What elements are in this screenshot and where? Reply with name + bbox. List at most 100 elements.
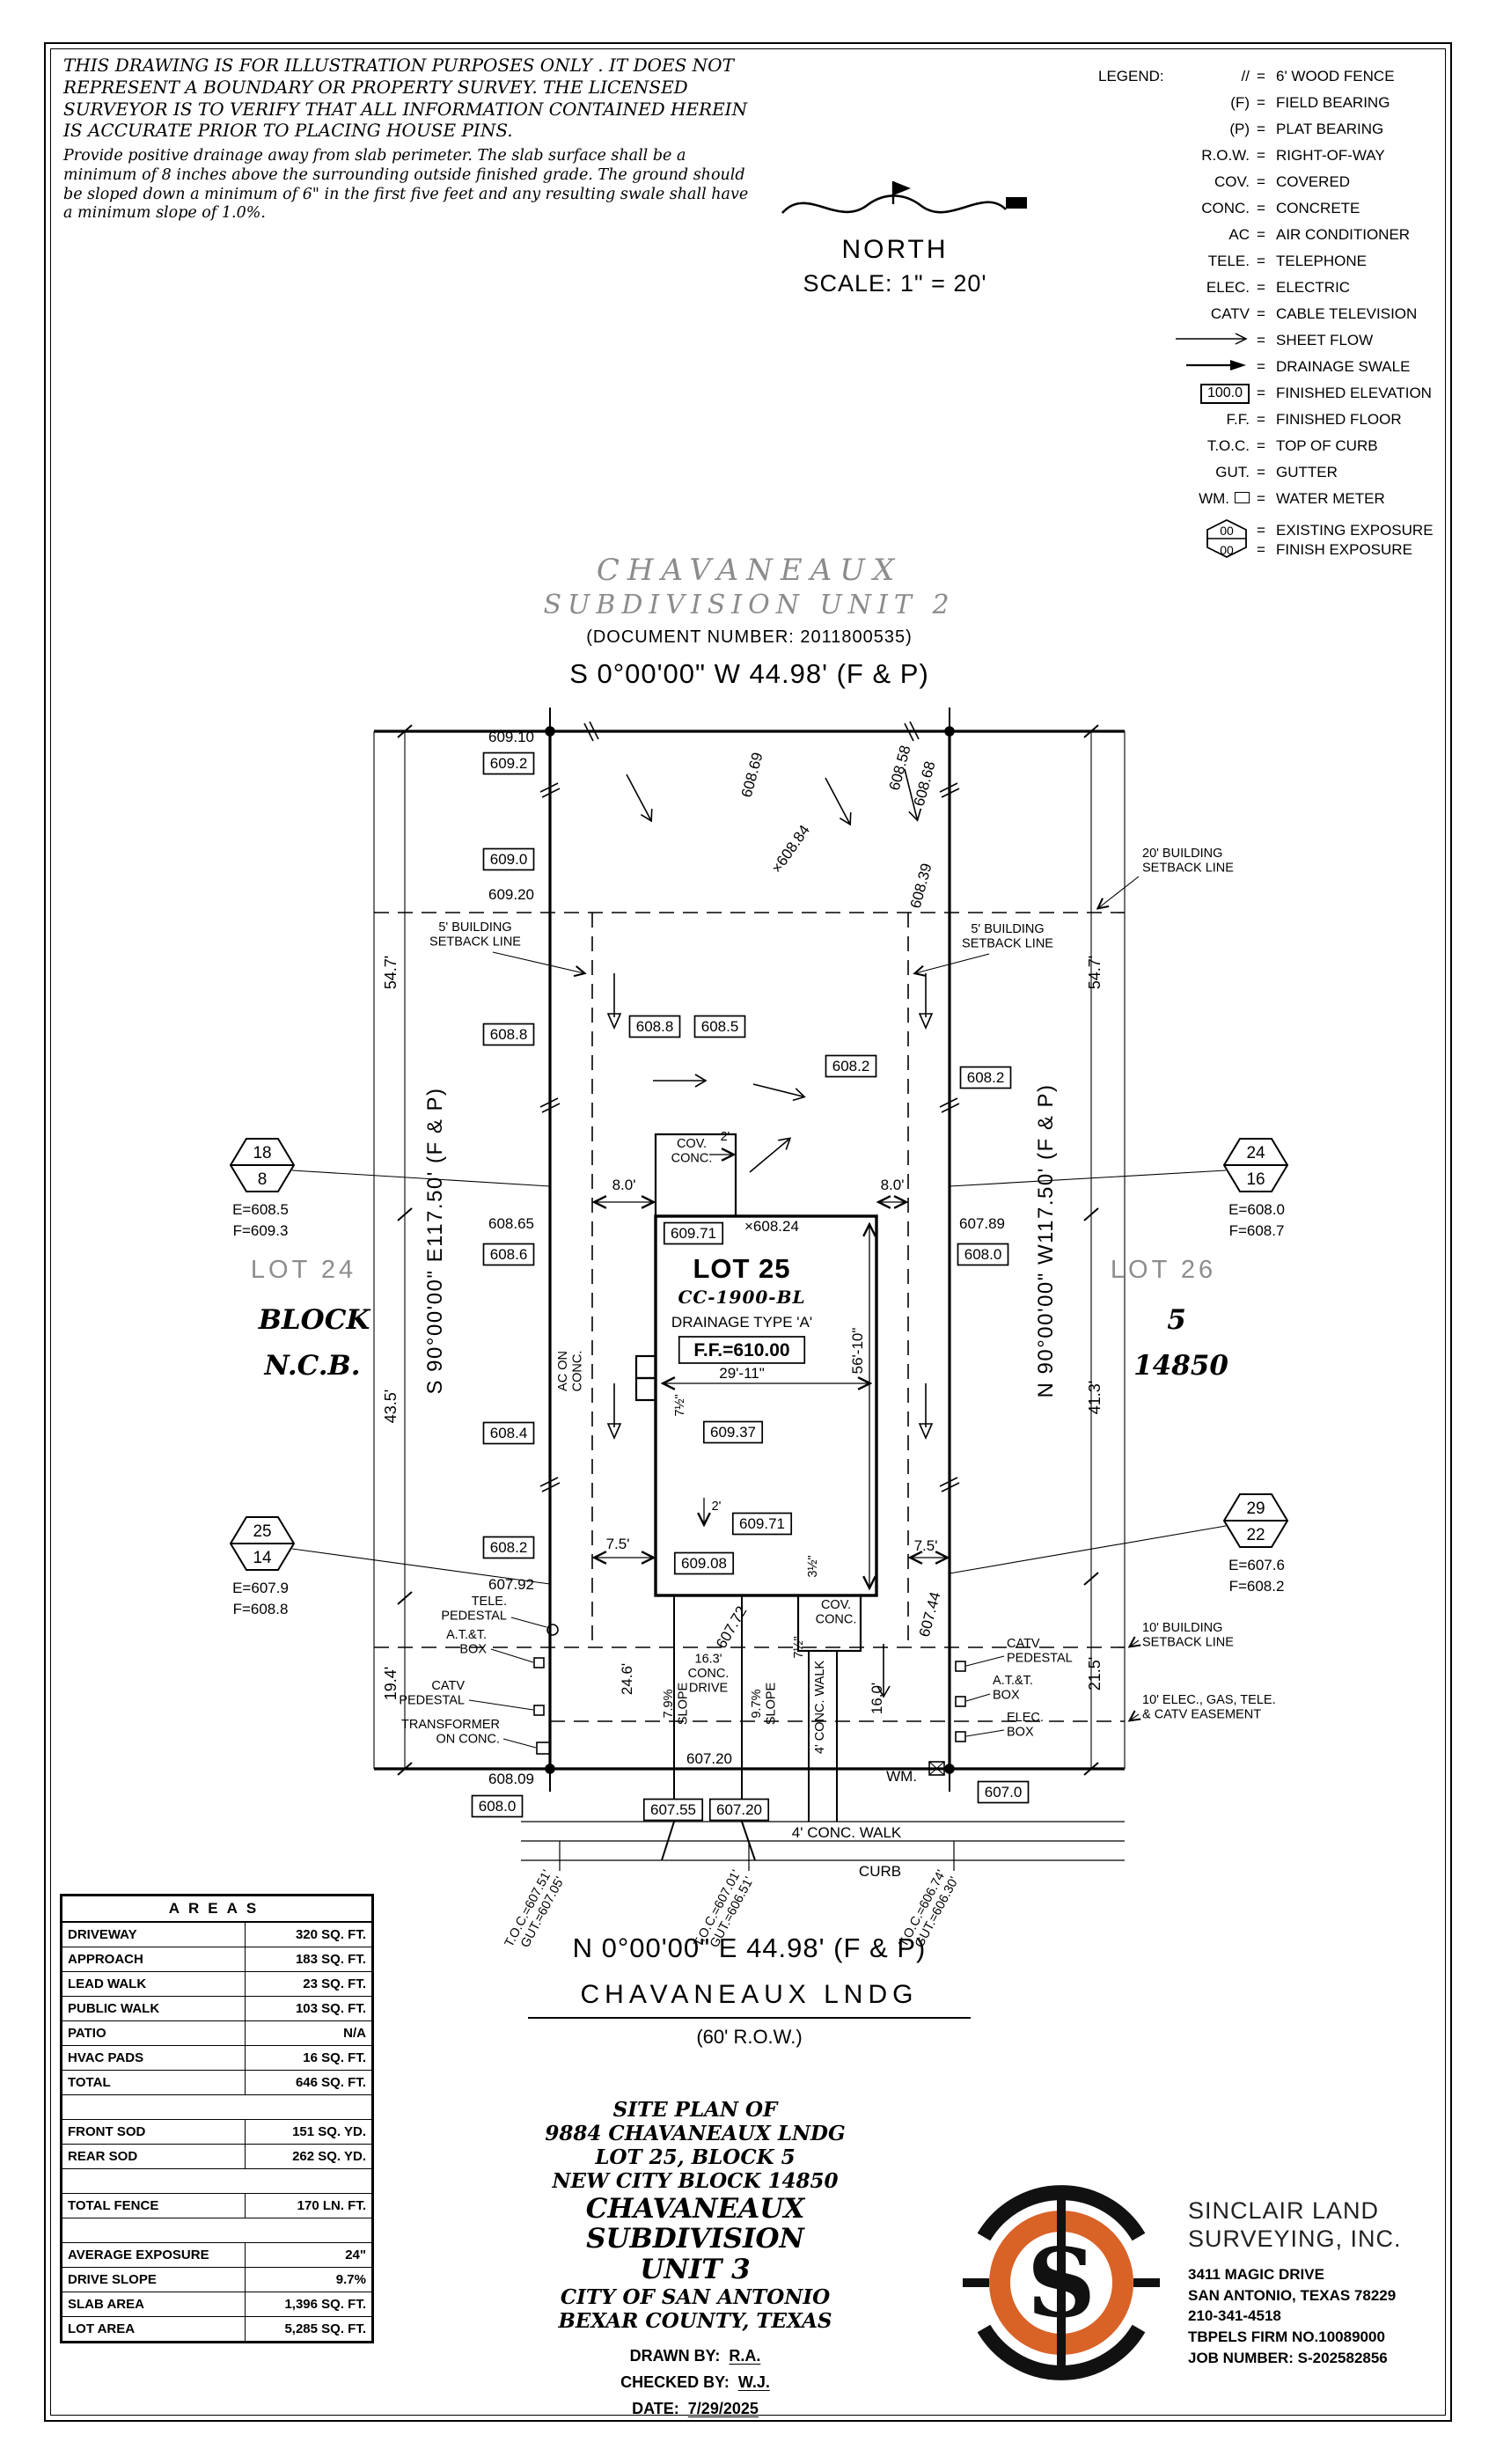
- plan-label: 29'-11": [719, 1365, 765, 1382]
- legend-description: FIELD BEARING: [1276, 94, 1390, 111]
- plan-label: 607.20: [708, 1798, 770, 1822]
- plan-label: 609.2: [482, 752, 535, 775]
- plan-label: ELEC.BOX: [1007, 1711, 1044, 1740]
- legend-symbol: (F): [1230, 94, 1250, 111]
- legend-item: AC=AIR CONDITIONER: [1165, 222, 1450, 248]
- legend-item: TELE.=TELEPHONE: [1165, 248, 1450, 275]
- plan-label: 608.0: [957, 1243, 1009, 1266]
- north-label: NORTH: [841, 235, 949, 264]
- svg-text:ELEC.BOX: ELEC.BOX: [1007, 1711, 1044, 1740]
- drawn-by-label: DRAWN BY:: [629, 2346, 721, 2365]
- drawn-by-value: R.A.: [729, 2346, 761, 2365]
- legend-description: ELECTRIC: [1276, 279, 1351, 296]
- house-footprint: [634, 1133, 878, 1653]
- ac-pad-2: [634, 1376, 657, 1402]
- svg-text:F=608.7: F=608.7: [1229, 1222, 1285, 1239]
- disclaimer-paragraph-2: Provide positive drainage away from slab…: [63, 147, 749, 223]
- legend-description: AIR CONDITIONER: [1276, 226, 1411, 243]
- equals-sign: =: [1257, 121, 1265, 137]
- svg-text:14850: 14850: [1133, 1350, 1228, 1382]
- legend-description: CONCRETE: [1276, 200, 1360, 216]
- plan-label: F.F.=610.00: [678, 1336, 806, 1364]
- svg-text:AC ONCONC.: AC ONCONC.: [556, 1351, 585, 1392]
- svg-text:608.09: 608.09: [488, 1771, 534, 1787]
- south-boundary-bearing: N 0°00'00" E 44.98' (F & P): [572, 1932, 927, 1963]
- firm-number: TBPELS FIRM NO.10089000: [1188, 2328, 1385, 2346]
- areas-row-value: 151 SQ. YD.: [244, 2119, 374, 2145]
- equals-sign: =: [1257, 279, 1265, 296]
- svg-text:2': 2': [721, 1130, 730, 1144]
- svg-text:16.3'CONC.DRIVE: 16.3'CONC.DRIVE: [688, 1653, 730, 1696]
- svg-text:608.2: 608.2: [490, 1539, 528, 1556]
- svg-text:LOT 26: LOT 26: [1111, 1256, 1216, 1284]
- plan-label: COV.CONC.: [671, 1137, 713, 1166]
- svg-text:7.9%SLOPE: 7.9%SLOPE: [662, 1682, 691, 1725]
- svg-text:607.0: 607.0: [985, 1784, 1023, 1800]
- svg-text:608.8: 608.8: [490, 1026, 528, 1043]
- titleblock-line: LOT 25, BLOCK 5: [595, 2145, 796, 2170]
- north-ornament-icon: [781, 181, 1029, 214]
- svg-text:7½": 7½": [792, 1636, 806, 1658]
- svg-text:41.3': 41.3': [1086, 1381, 1104, 1414]
- disclaimer: THIS DRAWING IS FOR ILLUSTRATION PURPOSE…: [63, 55, 759, 224]
- legend-item: ELEC.=ELECTRIC: [1165, 275, 1450, 301]
- plan-label: E=607.6: [1228, 1557, 1285, 1573]
- plan-label: 608.8: [482, 1023, 535, 1046]
- plan-label: 608.2: [959, 1066, 1012, 1089]
- plan-label: A.T.&T.BOX: [446, 1628, 487, 1657]
- legend-item: =DRAINAGE SWALE: [1165, 354, 1450, 380]
- checked-by-field: CHECKED BY: W.J.: [486, 2373, 905, 2392]
- plan-label: COV.CONC.: [816, 1598, 857, 1627]
- side-dimension-rails: [397, 724, 1099, 1776]
- areas-row-value: 9.7%: [244, 2267, 374, 2292]
- areas-row-label: TOTAL FENCE: [61, 2193, 246, 2218]
- legend-item: T.O.C.=TOP OF CURB: [1165, 433, 1450, 459]
- checked-by-value: W.J.: [737, 2372, 770, 2391]
- date-label: DATE:: [632, 2399, 679, 2417]
- svg-text:608.6: 608.6: [490, 1246, 528, 1263]
- legend-title: LEGEND:: [1098, 68, 1164, 84]
- property-boundary: [374, 730, 1125, 1771]
- plan-label: 7½": [792, 1636, 806, 1658]
- north-boundary-bearing: S 0°00'00" W 44.98' (F & P): [569, 658, 929, 689]
- date-value: 7/29/2025: [687, 2399, 759, 2417]
- plan-label: 7.5': [606, 1536, 630, 1552]
- svg-text:F=608.2: F=608.2: [1229, 1578, 1285, 1595]
- street-name: CHAVANEAUX LNDG: [527, 1980, 972, 2019]
- plan-label: 2': [712, 1500, 722, 1514]
- areas-row-value: 183 SQ. FT.: [244, 1947, 374, 1972]
- plan-label: WM.: [886, 1768, 917, 1785]
- svg-text:609.08: 609.08: [681, 1555, 727, 1572]
- svg-text:F.F.=610.00: F.F.=610.00: [693, 1340, 789, 1360]
- plan-label: 608.0: [471, 1794, 524, 1818]
- areas-row-value: 16 SQ. FT.: [244, 2045, 374, 2071]
- areas-row-value: 320 SQ. FT.: [244, 1921, 374, 1947]
- boundary-corner-markers: [545, 708, 955, 1792]
- equals-sign: ==: [1257, 522, 1265, 558]
- sheet-border: [44, 42, 1452, 2422]
- legend-symbol: //: [1241, 68, 1250, 84]
- areas-row-value: 1,396 SQ. FT.: [244, 2292, 374, 2317]
- svg-text:43.5': 43.5': [382, 1390, 400, 1423]
- plan-label: LOT 26: [1111, 1256, 1216, 1284]
- legend-description: DRAINAGE SWALE: [1276, 358, 1411, 375]
- plan-label: F=608.7: [1229, 1222, 1285, 1239]
- svg-text:609.20: 609.20: [488, 886, 534, 903]
- titleblock-line: BEXAR COUNTY, TEXAS: [558, 2308, 832, 2333]
- svg-text:609.0: 609.0: [490, 851, 528, 868]
- drainage-swale-arrow-icon: [1174, 358, 1250, 377]
- svg-text:609.10: 609.10: [488, 729, 534, 745]
- areas-row-value: 170 LN. FT.: [244, 2193, 374, 2218]
- legend-items: //=6' WOOD FENCE(F)=FIELD BEARING(P)=PLA…: [1165, 63, 1450, 568]
- date-field: DATE: 7/29/2025: [486, 2400, 905, 2418]
